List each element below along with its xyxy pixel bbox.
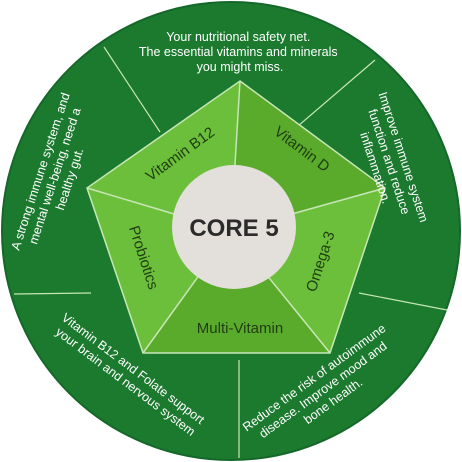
segment-multi-vitamin [143, 231, 330, 353]
ring-top-line-2: The essential vitamins and minerals [139, 45, 338, 59]
center-circle [172, 165, 296, 289]
ring-divider-right [358, 292, 448, 311]
label-multi-vitamin: Multi-Vitamin [197, 320, 283, 337]
ring-divider-top-left [103, 46, 161, 133]
ring-top-line-3: you might miss. [197, 60, 284, 74]
ring-top-line-1: Your nutritional safety net. [166, 30, 310, 44]
pentagon-outline [86, 80, 386, 354]
ring-divider-left [13, 292, 92, 295]
ring-text-top: Your nutritional safety net. The essenti… [139, 30, 341, 74]
ring-divider-top-right [290, 59, 376, 133]
ring-dividers [13, 46, 448, 458]
center-title: CORE 5 [189, 215, 278, 242]
